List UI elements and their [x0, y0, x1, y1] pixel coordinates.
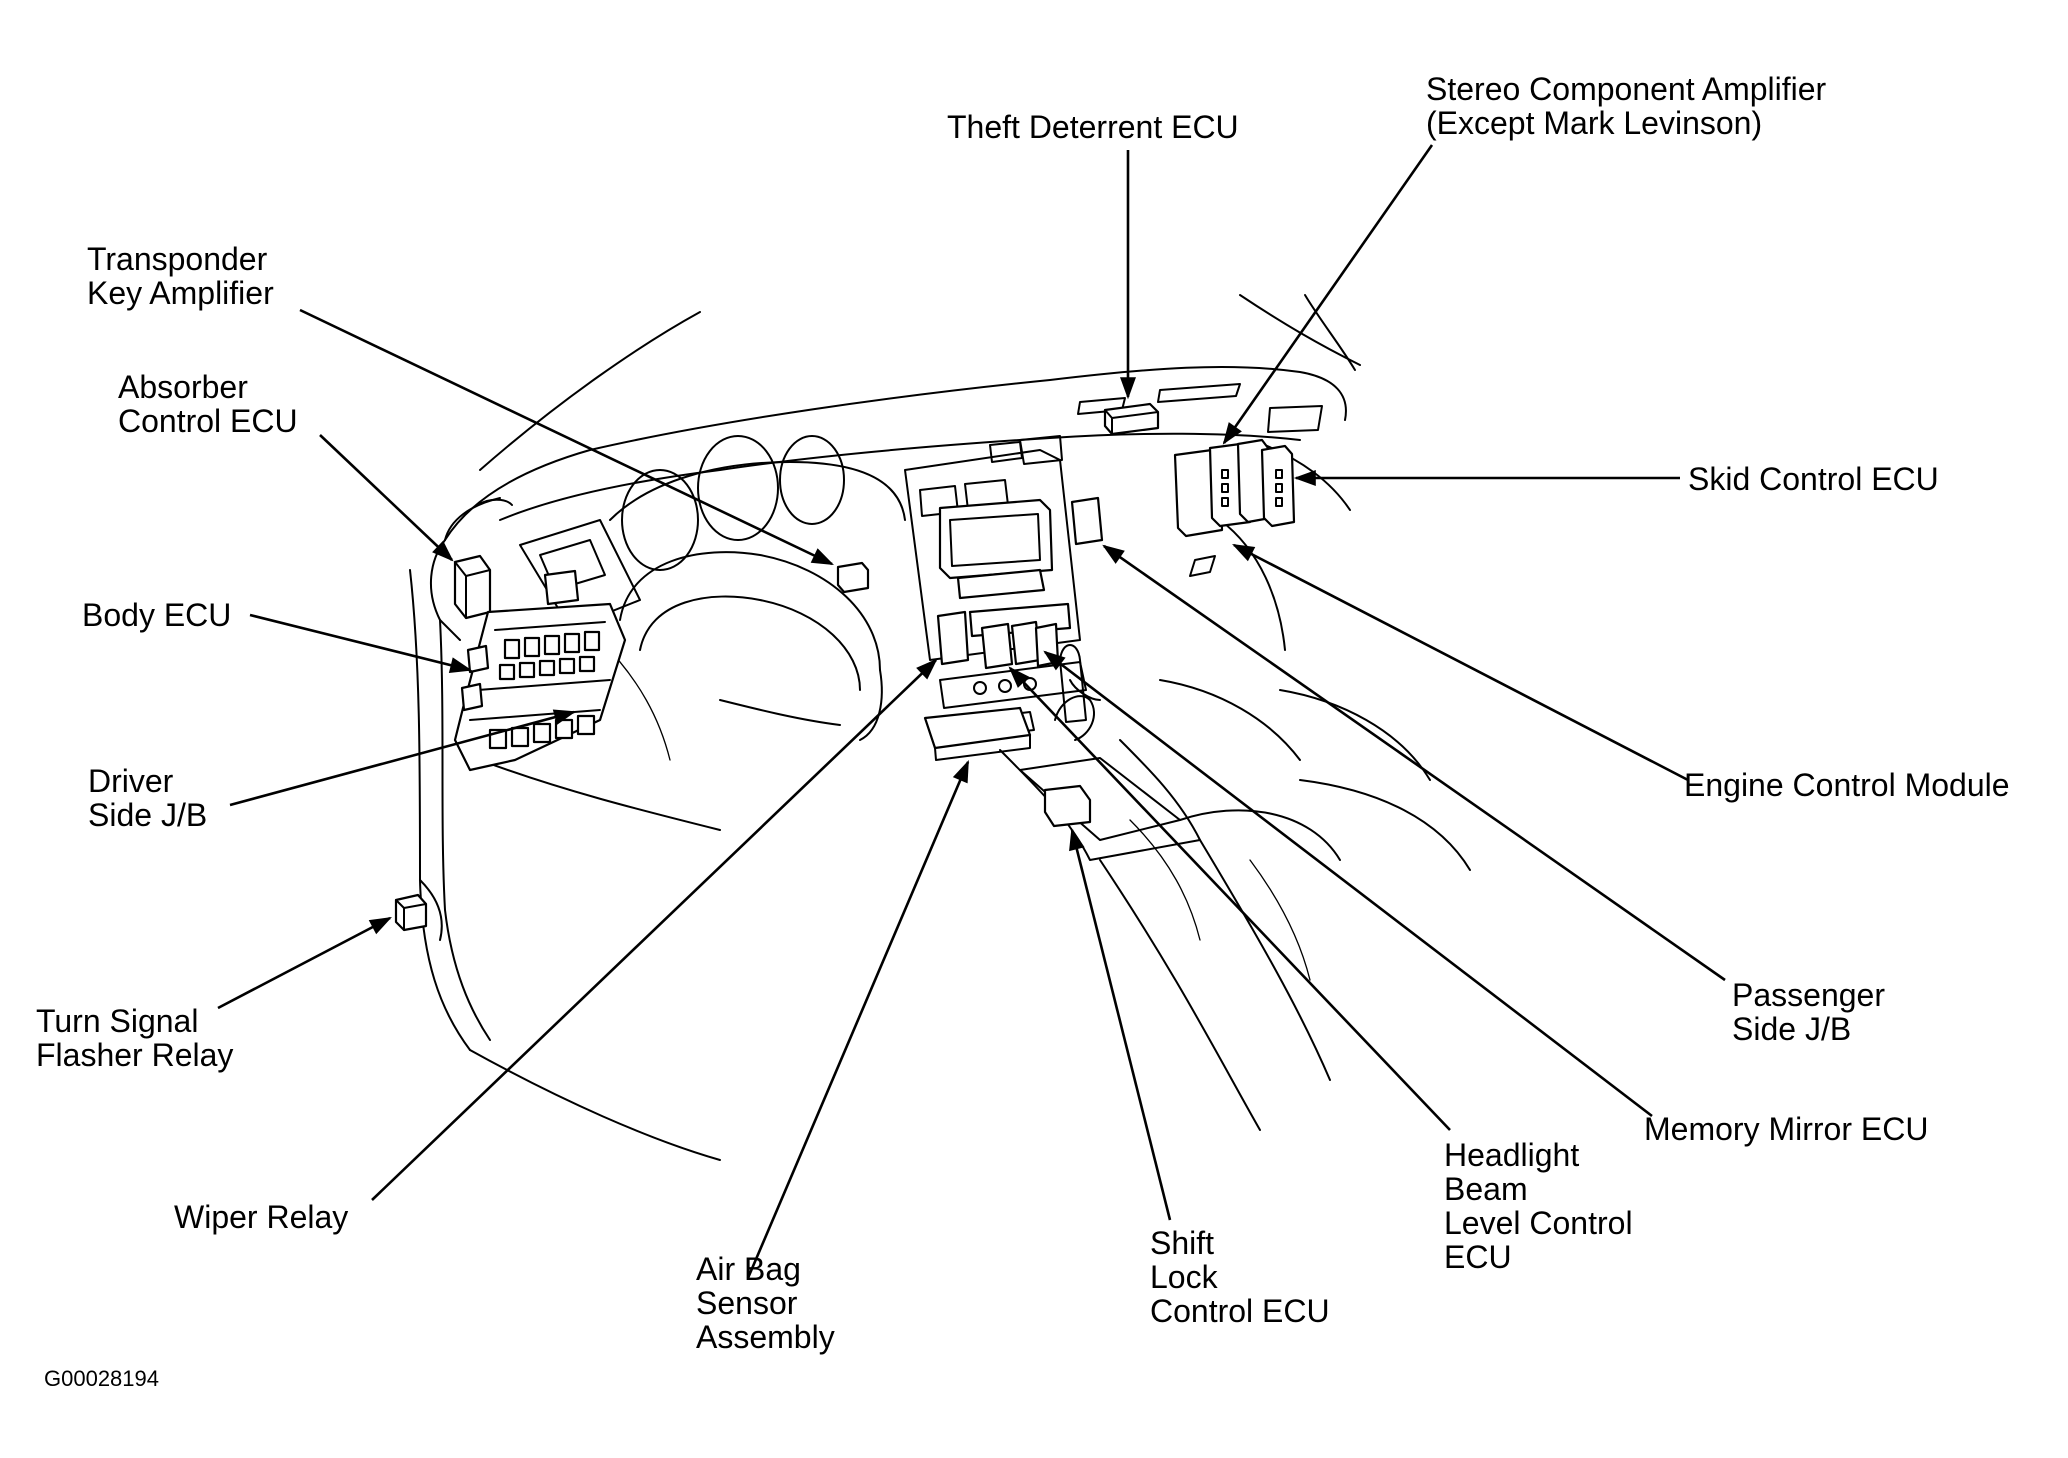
leader-lines	[217, 144, 1726, 1279]
label-transponder-key-amplifier: Transponder Key Amplifier	[87, 241, 276, 311]
transponder-key-amplifier-shape	[836, 561, 870, 594]
shift-lock-control-ecu-shape	[1043, 784, 1092, 828]
leader-turn-signal-flasher-relay	[217, 916, 392, 1010]
leader-passenger-side-jb	[1102, 544, 1726, 982]
label-wiper-relay: Wiper Relay	[174, 1199, 348, 1235]
leader-headlight-beam-level-control-ecu	[1008, 666, 1451, 1131]
centre-module-cluster	[936, 496, 1104, 670]
label-passenger-side-jb: Passenger Side J/B	[1732, 977, 1894, 1047]
leader-driver-side-jb	[229, 709, 577, 807]
air-bag-sensor-assembly-shape	[923, 706, 1032, 761]
leader-shift-lock-control-ecu	[1069, 827, 1172, 1221]
leader-memory-mirror-ecu	[1043, 650, 1653, 1118]
label-skid-control-ecu: Skid Control ECU	[1688, 461, 1939, 497]
label-shift-lock-control-ecu: Shift Lock Control ECU	[1150, 1225, 1330, 1329]
leader-absorber-control-ecu	[319, 434, 454, 562]
label-turn-signal-flasher-relay: Turn Signal Flasher Relay	[36, 1003, 233, 1073]
theft-deterrent-ecu-shape	[1103, 402, 1160, 436]
leader-air-bag-sensor-assembly	[746, 759, 970, 1279]
fuse-grid	[488, 630, 601, 750]
callout-labels: Theft Deterrent ECU Stereo Component Amp…	[36, 71, 2010, 1391]
absorber-control-ecu-shape	[453, 554, 492, 620]
label-body-ecu: Body ECU	[82, 597, 231, 633]
driver-side-jb-shape	[453, 569, 627, 772]
leader-body-ecu	[249, 613, 473, 673]
leader-transponder-key-amplifier	[299, 308, 834, 566]
label-stereo-component-amplifier: Stereo Component Amplifier (Except Mark …	[1426, 71, 1835, 141]
leader-wiper-relay	[371, 658, 938, 1201]
figure-code: G00028194	[44, 1366, 159, 1391]
turn-signal-flasher-relay-shape	[394, 893, 428, 932]
dashboard-line-art	[409, 294, 1471, 1161]
label-memory-mirror-ecu: Memory Mirror ECU	[1644, 1111, 1928, 1147]
leader-engine-control-module	[1232, 543, 1689, 782]
label-engine-control-module: Engine Control Module	[1684, 767, 2010, 803]
label-driver-side-jb: Driver Side J/B	[88, 763, 207, 833]
label-headlight-beam-level-control-ecu: Headlight Beam Level Control ECU	[1444, 1137, 1641, 1275]
label-theft-deterrent-ecu: Theft Deterrent ECU	[947, 109, 1239, 145]
label-air-bag-sensor-assembly: Air Bag Sensor Assembly	[696, 1251, 835, 1355]
leader-stereo-component-amplifier	[1222, 144, 1434, 445]
skid-control-ecu-shape	[1173, 438, 1296, 538]
label-absorber-control-ecu: Absorber Control ECU	[118, 369, 298, 439]
